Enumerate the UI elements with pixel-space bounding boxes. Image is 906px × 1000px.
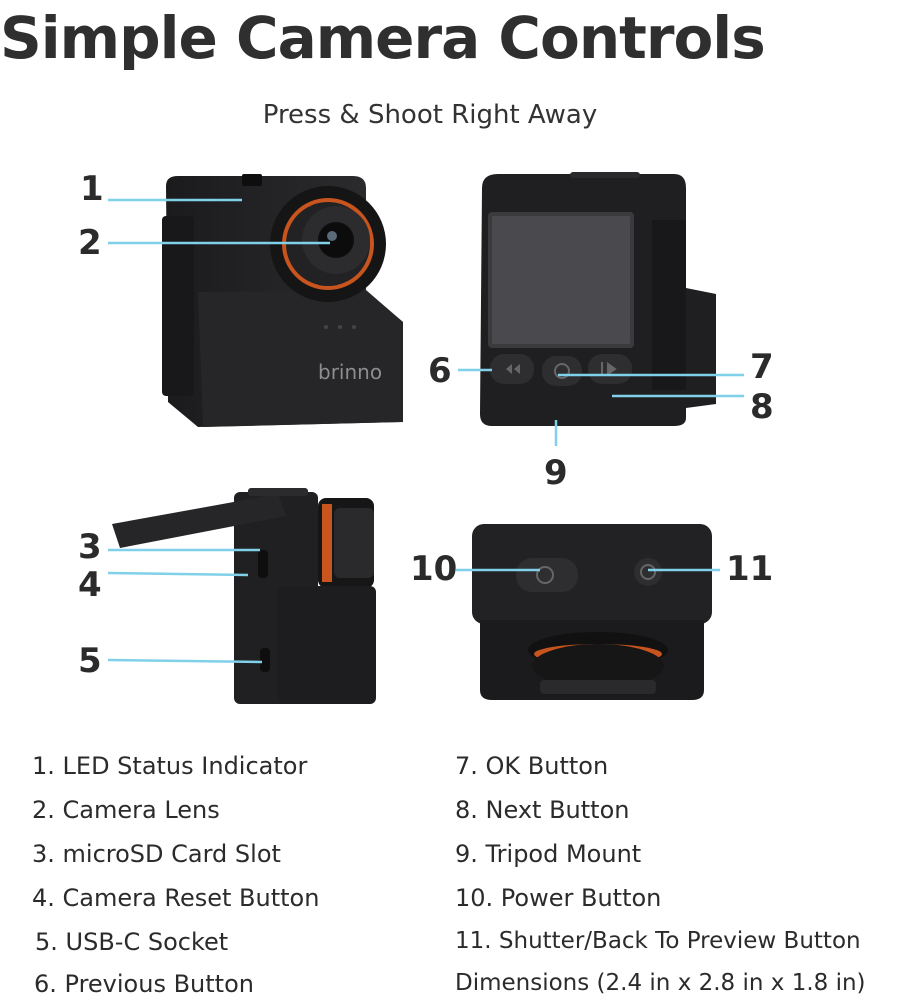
- callout-7: 7: [750, 347, 774, 387]
- legend-item-3: 3. microSD Card Slot: [32, 840, 281, 868]
- microsd-slot: [258, 550, 268, 578]
- callout-4: 4: [78, 565, 102, 605]
- legend-item-5: 5. USB-C Socket: [35, 928, 229, 956]
- callout-8: 8: [750, 387, 774, 427]
- legend-item-9: 9. Tripod Mount: [455, 840, 642, 868]
- legend-item-6: 6. Previous Button: [34, 970, 254, 998]
- callout-10: 10: [410, 549, 458, 589]
- callout-9: 9: [544, 453, 568, 493]
- camera-front-view: brinno: [158, 172, 408, 432]
- camera-side-view: [108, 486, 383, 716]
- dimensions-text: Dimensions (2.4 in x 2.8 in x 1.8 in): [455, 970, 866, 996]
- power-button[interactable]: [516, 558, 578, 592]
- callout-1: 1: [80, 169, 104, 209]
- legend-item-1: 1. LED Status Indicator: [32, 752, 308, 780]
- page-title: Simple Camera Controls: [0, 4, 766, 72]
- callout-11: 11: [726, 549, 774, 589]
- callout-6: 6: [428, 351, 452, 391]
- callout-5: 5: [78, 641, 102, 681]
- legend-item-7: 7. OK Button: [455, 752, 609, 780]
- camera-back-view: [474, 168, 719, 433]
- camera-bottom-view: [470, 520, 715, 705]
- usb-c-socket: [260, 648, 270, 672]
- ok-button[interactable]: [542, 356, 582, 386]
- legend-item-2: 2. Camera Lens: [32, 796, 220, 824]
- legend-item-11: 11. Shutter/Back To Preview Button: [455, 928, 861, 954]
- legend-item-10: 10. Power Button: [455, 884, 662, 912]
- brand-logo: brinno: [318, 360, 382, 384]
- shutter-button[interactable]: [634, 558, 662, 586]
- callout-3: 3: [78, 527, 102, 567]
- legend-item-8: 8. Next Button: [455, 796, 630, 824]
- legend-item-4: 4. Camera Reset Button: [32, 884, 320, 912]
- callout-2: 2: [78, 223, 102, 263]
- page-subtitle: Press & Shoot Right Away: [262, 100, 598, 130]
